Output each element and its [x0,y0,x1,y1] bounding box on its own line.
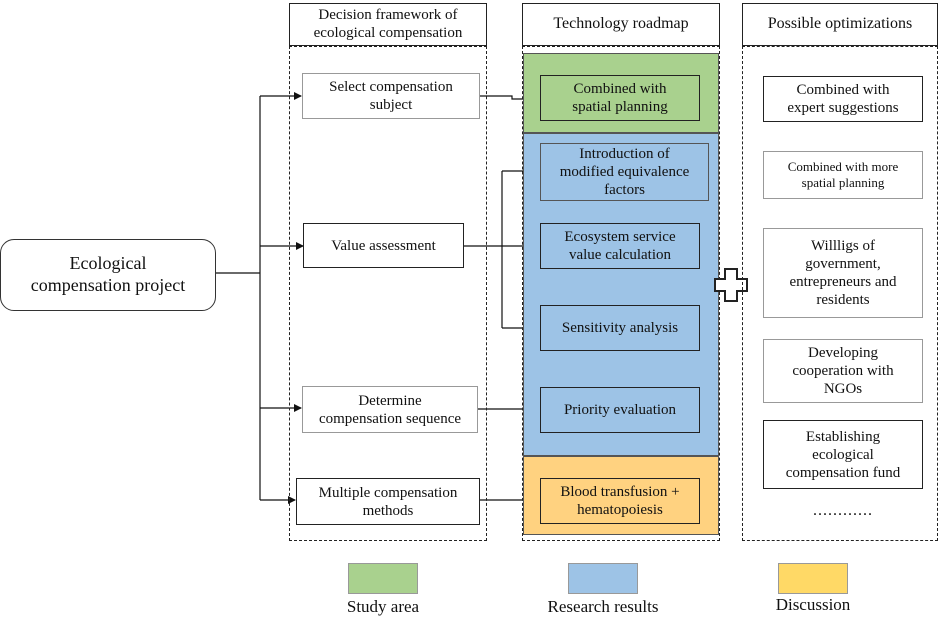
optimizations-column [742,46,938,541]
optimization-item-expert: Combined with expert suggestions [763,76,923,122]
roadmap-header: Technology roadmap [522,3,720,46]
framework-item-value: Value assessment [303,223,464,268]
roadmap-item-transfusion: Blood transfusion + hematopoiesis [540,478,700,524]
framework-item-sequence: Determine compensation sequence [302,386,478,433]
framework-item-subject: Select compensation subject [302,73,480,119]
optimization-item-ngos: Developing cooperation with NGOs [763,339,923,403]
optimization-ellipsis: ............ [813,502,873,519]
root-node: Ecological compensation project [0,239,216,311]
optimization-item-spatial: Combined with more spatial planning [763,151,923,199]
framework-column [289,46,487,541]
legend-label-discussion: Discussion [775,595,851,614]
framework-item-methods: Multiple compensation methods [296,478,480,525]
roadmap-column [522,46,720,541]
legend-swatch-study-area [348,563,418,594]
optimization-item-fund: Establishing ecological compensation fun… [763,420,923,489]
roadmap-item-factors: Introduction of modified equivalence fac… [540,143,709,201]
legend-label-research-results: Research results [547,597,659,616]
legend-swatch-discussion [778,563,848,594]
roadmap-item-sensitivity: Sensitivity analysis [540,305,700,351]
roadmap-item-priority: Priority evaluation [540,387,700,433]
optimization-item-willingness: Willligs of government, entrepreneurs an… [763,228,923,318]
optimizations-header: Possible optimizations [742,3,938,46]
plus-icon [714,268,748,302]
legend-label-study-area: Study area [346,597,420,616]
framework-header: Decision framework of ecological compens… [289,3,487,46]
roadmap-item-spatial: Combined with spatial planning [540,75,700,121]
roadmap-item-esv: Ecosystem service value calculation [540,223,700,269]
legend-swatch-research-results [568,563,638,594]
